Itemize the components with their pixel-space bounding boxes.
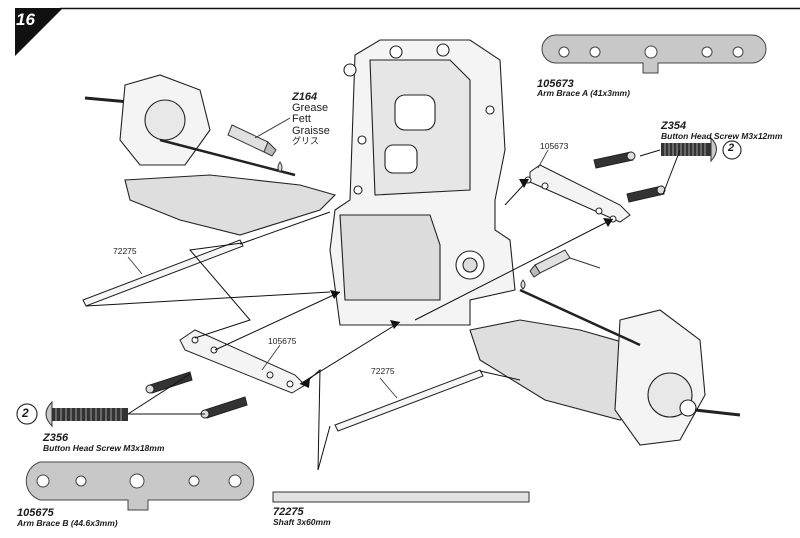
shafts <box>82 239 484 432</box>
arm-brace-a-preview <box>541 34 767 74</box>
grease-label: Z164 Grease Fett Graisse グリス <box>292 91 330 146</box>
grease-label-de: Fett <box>292 113 311 126</box>
step-badge <box>15 8 63 56</box>
left-arm-assembly <box>84 74 337 236</box>
screw-m3x12-name: Button Head Screw M3x12mm <box>661 131 783 141</box>
arm-brace-a-name: Arm Brace A (41x3mm) <box>537 88 630 98</box>
screw-m3x12-code: Z354 <box>661 120 687 132</box>
grease-tube-icon <box>227 117 291 173</box>
hex-key-size: 2 <box>728 142 735 154</box>
arm-brace-b-preview <box>25 461 255 511</box>
callout-leaders <box>127 149 549 399</box>
gearbox-shock-tower <box>329 39 516 326</box>
hex-key-size: 2 <box>22 406 29 420</box>
hex-key-badge <box>16 403 38 425</box>
grease-tube-icon <box>520 249 601 290</box>
right-arm-assembly <box>469 288 741 446</box>
screw-m3x18-code: Z356 <box>43 432 69 444</box>
grease-label-en: Grease <box>292 102 329 115</box>
arm-brace-a-installed <box>524 164 631 223</box>
arm-brace-b-name: Arm Brace B (44.6x3mm) <box>17 518 118 528</box>
step-header <box>15 7 800 56</box>
callout-brace-b: 105675 <box>268 336 297 346</box>
screw-m3x18-preview <box>16 400 128 428</box>
shaft-preview <box>272 491 530 503</box>
screw-m3x18-name: Button Head Screw M3x18mm <box>43 443 165 453</box>
callout-shaft-right: 72275 <box>371 366 395 376</box>
callout-shaft-left: 72275 <box>113 246 137 256</box>
arrowheads <box>300 179 613 388</box>
callout-brace-a: 105673 <box>540 141 569 151</box>
step-number: 16 <box>16 10 35 29</box>
screw-m3x12-preview <box>661 136 742 163</box>
grease-code: Z164 <box>292 91 318 103</box>
arm-brace-a-code: 105673 <box>537 78 574 90</box>
grease-label-ja: グリス <box>292 135 320 146</box>
arm-brace-b-code: 105675 <box>17 507 54 519</box>
shaft-name: Shaft 3x60mm <box>273 517 331 527</box>
shaft-code: 72275 <box>273 506 304 518</box>
grease-label-fr: Graisse <box>292 124 330 137</box>
hex-key-badge <box>722 140 742 160</box>
